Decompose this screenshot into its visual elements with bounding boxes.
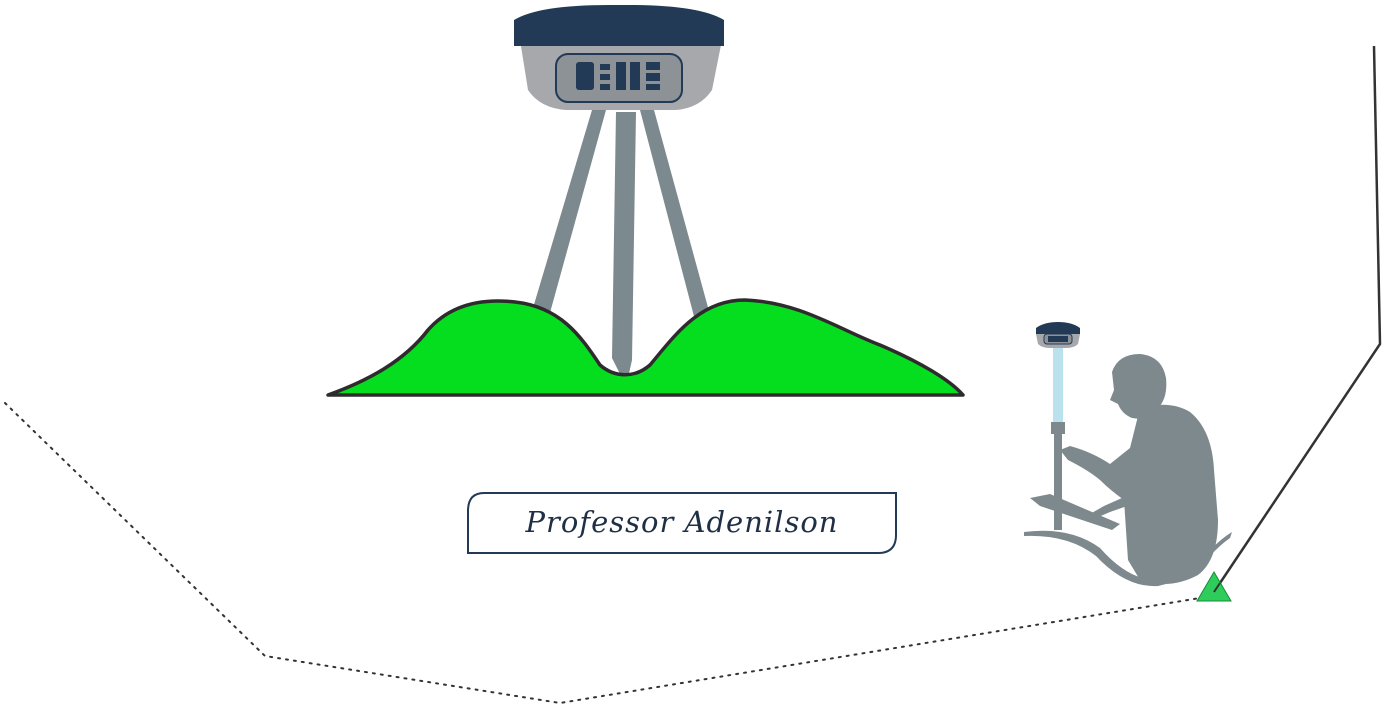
triangle-marker-icon xyxy=(1196,571,1232,602)
dotted-traverse-line xyxy=(4,402,1201,705)
hill xyxy=(326,298,965,397)
name-label-text: Professor Adenilson xyxy=(525,505,839,539)
tripod xyxy=(530,110,712,378)
marker-tick xyxy=(1213,582,1221,593)
boundary-line xyxy=(1212,45,1382,593)
gnss-base-station-icon xyxy=(514,4,724,110)
name-label: Professor Adenilson xyxy=(467,492,897,554)
gnss-rover-icon xyxy=(1036,322,1080,530)
surveyor-silhouette-icon xyxy=(1024,354,1232,587)
